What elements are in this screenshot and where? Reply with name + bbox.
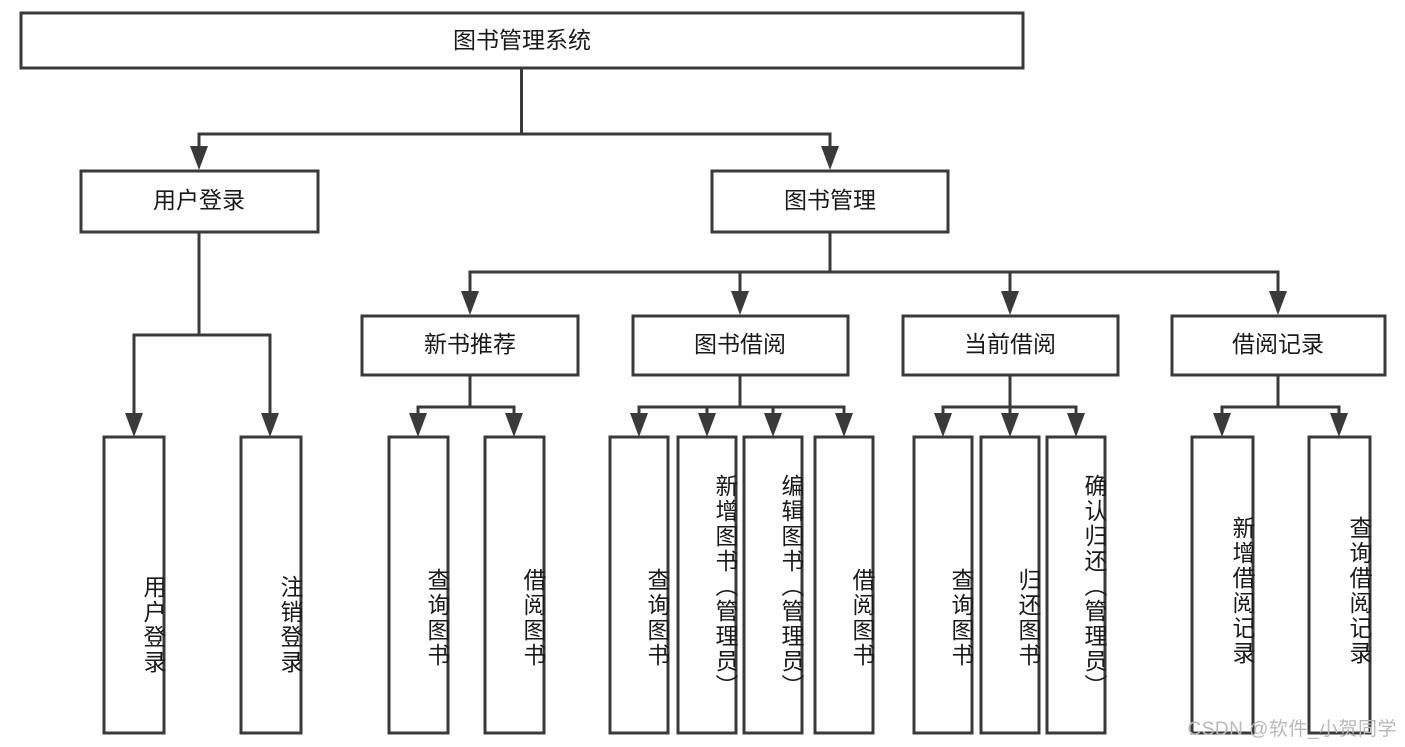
arrow-icon-leaf-logout	[261, 413, 279, 437]
leaf-box-user-login[interactable]	[102, 435, 166, 735]
arrow-icon-book-borrow	[731, 291, 749, 315]
node-book-management[interactable]: 图书管理	[710, 169, 950, 234]
node-book-borrow-label: 图书借阅	[694, 331, 786, 357]
leaf-box-group	[102, 435, 1372, 735]
leaf-box-borrow-book-bb[interactable]	[813, 435, 875, 735]
leaf-box-edit-book[interactable]	[742, 435, 804, 735]
node-book-management-box[interactable]	[710, 169, 950, 234]
leaf-box-query-book-cb[interactable]	[912, 435, 974, 735]
node-current-borrow-box[interactable]	[901, 314, 1120, 377]
leaf-box-query-book-bb[interactable]	[608, 435, 670, 735]
node-root-book-management-system[interactable]: 图书管理系统	[19, 11, 1025, 70]
node-borrow-record-box[interactable]	[1170, 314, 1387, 377]
arrow-icon-leaf-bb-3	[764, 413, 782, 437]
connector-group	[132, 66, 1341, 415]
arrow-icon-user-login	[190, 146, 208, 170]
arrow-icon-leaf-bb-1	[630, 413, 648, 437]
arrow-icon-leaf-bb-2	[698, 413, 716, 437]
arrow-icon-leaf-nb-1	[409, 413, 427, 437]
node-borrow-record[interactable]: 借阅记录	[1170, 314, 1387, 377]
arrow-icon-borrow-record	[1269, 291, 1287, 315]
arrow-icon-leaf-cb-1	[934, 413, 952, 437]
arrow-icon-leaf-cb-3	[1067, 413, 1085, 437]
node-book-borrow-box[interactable]	[631, 314, 850, 377]
node-new-book-recommend-box[interactable]	[360, 314, 580, 377]
node-new-book-recommend-label: 新书推荐	[424, 331, 516, 357]
leaf-box-query-borrow-record[interactable]	[1307, 435, 1372, 735]
arrow-icon-leaf-br-1	[1213, 413, 1231, 437]
node-root-label: 图书管理系统	[453, 27, 591, 53]
node-user-login-label: 用户登录	[153, 187, 245, 213]
leaf-box-add-borrow-record[interactable]	[1190, 435, 1255, 735]
node-root-box[interactable]	[19, 11, 1025, 70]
leaf-box-confirm-return[interactable]	[1045, 435, 1107, 735]
watermark-text: CSDN @软件_小贺同学	[1187, 719, 1397, 740]
arrow-icon-leaf-nb-2	[505, 413, 523, 437]
leaf-box-return-book[interactable]	[979, 435, 1041, 735]
arrow-icon-book-manage	[821, 146, 839, 170]
node-current-borrow-label: 当前借阅	[964, 331, 1056, 357]
arrow-icon-leaf-br-2	[1330, 413, 1348, 437]
node-book-management-label: 图书管理	[784, 187, 876, 213]
leaf-box-borrow-book-nb[interactable]	[483, 435, 546, 735]
leaf-box-add-book[interactable]	[676, 435, 738, 735]
arrow-icon-new-book	[461, 291, 479, 315]
arrow-icon-current-borrow	[1001, 291, 1019, 315]
node-user-login-box[interactable]	[79, 169, 320, 234]
node-book-borrow[interactable]: 图书借阅	[631, 314, 850, 377]
arrow-icon-leaf-user-login	[125, 413, 143, 437]
arrow-icon-leaf-bb-4	[835, 413, 853, 437]
arrow-icon-leaf-cb-2	[1001, 413, 1019, 437]
node-user-login[interactable]: 用户登录	[79, 169, 320, 234]
node-borrow-record-label: 借阅记录	[1232, 331, 1324, 357]
leaf-box-query-book-nb[interactable]	[387, 435, 450, 735]
node-current-borrow[interactable]: 当前借阅	[901, 314, 1120, 377]
leaf-box-logout[interactable]	[239, 435, 303, 735]
node-new-book-recommend[interactable]: 新书推荐	[360, 314, 580, 377]
